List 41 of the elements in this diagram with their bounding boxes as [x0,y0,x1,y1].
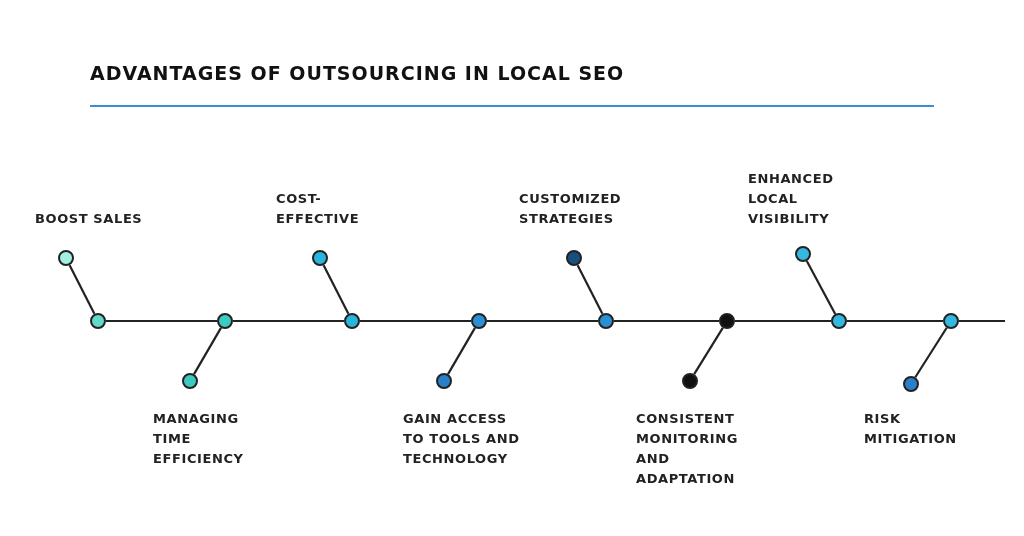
connector-line [322,264,350,315]
item-label: CUSTOMIZED STRATEGIES [519,190,623,228]
connector-line [360,319,471,323]
circle-marker [719,313,735,329]
connector-line [576,264,604,315]
connector-line [233,319,344,323]
title: ADVANTAGES OF OUTSOURCING IN LOCAL SEO [90,62,625,84]
circle-marker [217,313,233,329]
circle-marker [795,246,811,262]
circle-marker [58,250,74,266]
circle-marker [682,373,698,389]
item-label: BOOST SALES [35,210,144,228]
connector-line [614,319,719,323]
circle-marker [831,313,847,329]
item-label: ENHANCED LOCAL VISIBILITY [748,170,835,228]
connector-line [805,260,837,315]
circle-marker [436,373,452,389]
circle-marker [566,250,582,266]
connector-line [68,264,96,315]
connector-line [487,319,598,323]
item-label: RISK MITIGATION [864,410,958,448]
circle-marker [90,313,106,329]
connector-line [959,319,1005,323]
circle-marker [344,313,360,329]
item-label: CONSISTENT MONITORING AND ADAPTATION [636,410,740,488]
item-label: MANAGING TIME EFFICIENCY [153,410,245,468]
connector-line [735,319,831,323]
item-label: COST-EFFECTIVE [276,190,361,228]
connector-line [693,327,724,375]
connector-line [193,327,222,375]
connector-line [914,327,948,378]
connector-line [847,319,943,323]
circle-marker [312,250,328,266]
circle-marker [598,313,614,329]
connector-line [447,327,476,375]
connector-line [106,319,217,323]
circle-marker [471,313,487,329]
circle-marker [903,376,919,392]
circle-marker [943,313,959,329]
circle-marker [182,373,198,389]
item-label: GAIN ACCESS TO TOOLS AND TECHNOLOGY [403,410,521,468]
